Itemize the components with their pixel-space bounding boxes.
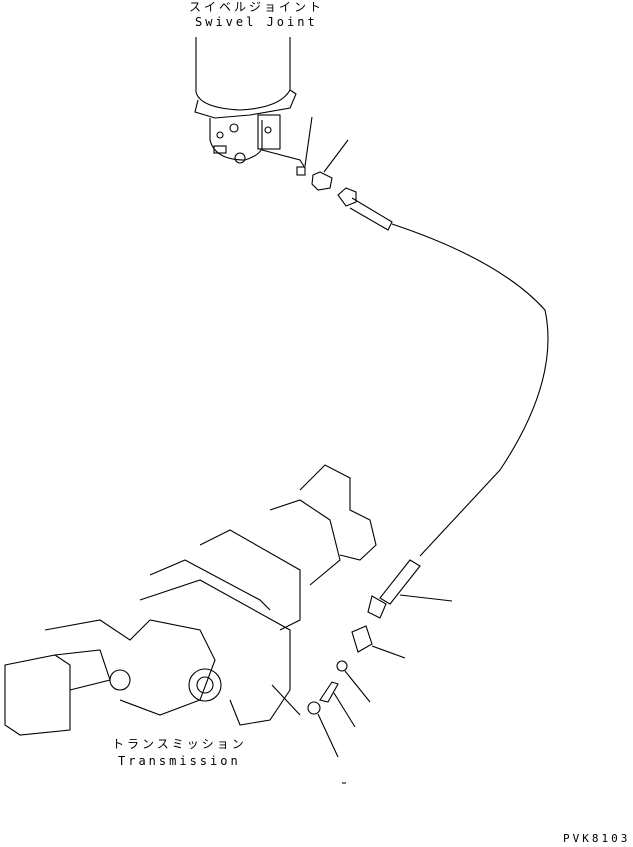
swivel-joint-drawing — [194, 37, 313, 176]
transmission-drawing — [4, 464, 377, 736]
adapter-drawing — [311, 139, 349, 191]
swivel-joint-label-jp: スイベルジョイント — [189, 0, 325, 14]
hose-drawing — [337, 187, 549, 619]
swivel-joint-label-en: Swivel Joint — [195, 15, 318, 29]
drawing-code: PVK8103 — [563, 832, 631, 845]
fittings-drawing — [307, 625, 406, 784]
transmission-label-en: Transmission — [118, 754, 241, 768]
transmission-label-jp: トランスミッション — [112, 737, 247, 751]
